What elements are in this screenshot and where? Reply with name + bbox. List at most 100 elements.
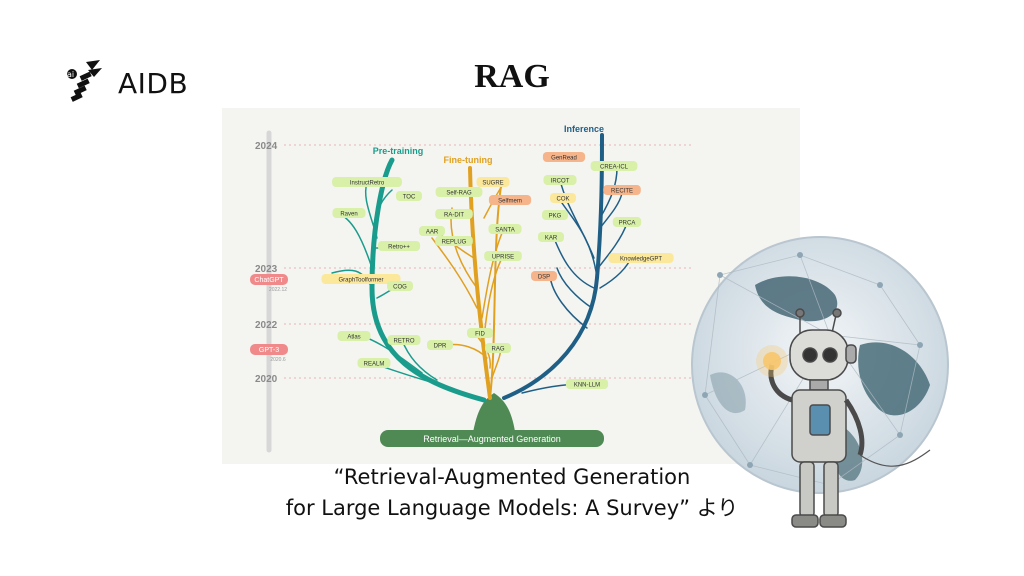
svg-text:ai: ai — [67, 70, 74, 79]
tree-node-label: DSP — [538, 275, 550, 281]
year-label: 2023 — [255, 264, 278, 275]
tree-node: COG — [387, 281, 413, 291]
tree-node-label: UPRISE — [492, 255, 514, 261]
brand: ai AIDB — [66, 60, 188, 106]
caption-line: for Large Language Models: A Survey” より — [285, 496, 739, 520]
tree-node-pill — [332, 208, 366, 218]
tree-node-pill — [337, 331, 371, 341]
tree-node-pill — [321, 274, 401, 284]
tree-node-label: SUGRE — [482, 181, 503, 187]
tree-node-label: FID — [475, 332, 485, 338]
tree-node: COK — [550, 193, 576, 203]
tree-node-pill — [485, 343, 511, 353]
tree-node-pill — [387, 335, 421, 345]
tree-node-label: TOC — [403, 195, 416, 201]
bee-logo-icon: ai — [67, 60, 102, 102]
tree-node: Raven — [332, 208, 366, 218]
tree-node: RAG — [485, 343, 511, 353]
tree-node: CREA-ICL — [590, 161, 638, 171]
tree-node: DSP — [531, 271, 557, 281]
tree-node-label: KnowledgeGPT — [620, 257, 662, 263]
tree-node-label: COG — [393, 285, 407, 291]
tree-node: PRCA — [612, 217, 642, 227]
tree-node-label: Raven — [340, 212, 357, 218]
tree-node: REALM — [357, 358, 391, 368]
tree-node-pill — [387, 281, 413, 291]
branch-label: Inference — [564, 124, 604, 134]
tree-node-label: Selfmem — [498, 199, 522, 205]
tree-node-label: RETRO — [394, 339, 415, 345]
source-caption: “Retrieval-Augmented Generation for Larg… — [180, 462, 844, 524]
tree-node-pill — [435, 187, 483, 197]
tree-node-pill — [476, 177, 510, 187]
rag-tree-diagram: 2024 2023 2022 2020 ChatGPT 2022.12 GPT-… — [250, 124, 692, 453]
milestone-date: 2022.12 — [269, 287, 287, 293]
tree-node: KAR — [538, 232, 564, 242]
tree-node-pill — [542, 210, 568, 220]
tree-node-label: KAR — [545, 236, 558, 242]
tree-node: FID — [467, 328, 493, 338]
tree-node: GraphToolformer — [321, 274, 401, 284]
tree-node-pill — [488, 224, 522, 234]
tree-node-label: Self-RAG — [446, 191, 472, 197]
tree-node: TOC — [396, 191, 422, 201]
tree-node-pill — [608, 253, 674, 263]
year-label: 2020 — [255, 374, 278, 385]
tree-node-pill — [590, 161, 638, 171]
tree-node-pill — [550, 193, 576, 203]
tree-node: RECITE — [603, 185, 641, 195]
tree-node-pill — [467, 328, 493, 338]
tree-node-pill — [419, 226, 445, 236]
tree-node-label: DPR — [434, 344, 447, 350]
tree-node-label: Atlas — [347, 335, 360, 341]
tree-node: Self-RAG — [435, 187, 483, 197]
tree-node-pill — [565, 379, 609, 389]
tree-node-pill — [543, 175, 577, 185]
tree-node: RA-DIT — [435, 209, 473, 219]
tree-node-label: RA-DIT — [444, 213, 464, 219]
tree-node-pill — [484, 251, 522, 261]
tree-node-pill — [396, 191, 422, 201]
tree-node-label: GraphToolformer — [338, 278, 383, 284]
caption-line: “Retrieval-Augmented Generation — [333, 465, 691, 489]
tree-node-label: CREA-ICL — [600, 165, 629, 171]
tree-node-pill — [377, 241, 421, 251]
tree-node-pill — [542, 152, 586, 162]
tree-node-pill — [357, 358, 391, 368]
tree-node: REPLUG — [435, 236, 473, 246]
tree-node-pill — [435, 209, 473, 219]
tree-node: KNN-LLM — [565, 379, 609, 389]
robot-globe-illustration-icon — [691, 236, 949, 528]
page-title: RAG — [474, 58, 550, 95]
tree-node-pill — [332, 177, 402, 187]
root-label: Retrieval—Augmented Generation — [423, 434, 561, 444]
branch-label: Fine-tuning — [444, 155, 493, 165]
tree-node: UPRISE — [484, 251, 522, 261]
tree-node: IRCOT — [543, 175, 577, 185]
tree-node: InstructRetro — [332, 177, 402, 187]
tree-node: SANTA — [488, 224, 522, 234]
tree-node-label: AAR — [426, 230, 439, 236]
tree-node-label: PRCA — [619, 221, 636, 227]
tree-node-pill — [531, 271, 557, 281]
tree-node: AAR — [419, 226, 445, 236]
tree-node-pill — [603, 185, 641, 195]
tree-node: KnowledgeGPT — [608, 253, 674, 263]
tree-node: PKG — [542, 210, 568, 220]
tree-node-label: RAG — [491, 347, 504, 353]
tree-node-pill — [488, 195, 532, 205]
tree-node-label: COK — [556, 197, 569, 203]
tree-node: DPR — [427, 340, 453, 350]
tree-node: SUGRE — [476, 177, 510, 187]
tree-node: Atlas — [337, 331, 371, 341]
tree-node-label: KNN-LLM — [574, 383, 600, 389]
year-label: 2022 — [255, 320, 278, 331]
branch-label: Pre-training — [373, 146, 424, 156]
tree-node: Retro++ — [377, 241, 421, 251]
tree-node: GenRead — [542, 152, 586, 162]
tree-node-label: InstructRetro — [350, 181, 385, 187]
tree-node-label: Retro++ — [388, 245, 410, 251]
tree-node-pill — [612, 217, 642, 227]
brand-name: AIDB — [118, 66, 189, 100]
tree-node-label: GenRead — [551, 156, 577, 162]
